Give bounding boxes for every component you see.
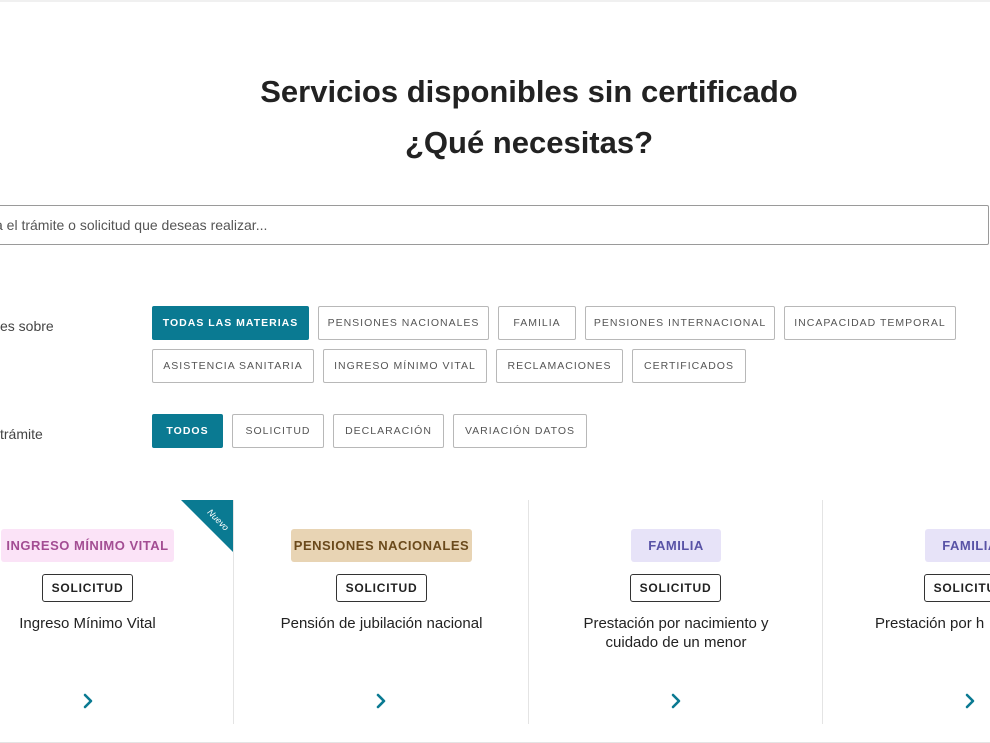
service-card[interactable]: FAMILIA SOLICITUD Prestación por nacimie…: [529, 500, 823, 724]
subject-filter-label: es sobre: [0, 318, 54, 334]
category-badge: FAMILIA: [925, 529, 990, 562]
card-title: Prestación por h: [875, 615, 985, 632]
chip-declaracion[interactable]: DECLARACIÓN: [333, 414, 444, 448]
card-title: Prestación por nacimiento y cuidado de u…: [583, 615, 769, 651]
chip-todos[interactable]: TODOS: [152, 414, 223, 448]
category-badge: INGRESO MÍNIMO VITAL: [1, 529, 174, 562]
chip-variacion-datos[interactable]: VARIACIÓN DATOS: [453, 414, 587, 448]
new-ribbon: Nuevo: [181, 500, 233, 552]
search-box: [0, 205, 989, 245]
chip-asistencia-sanitaria[interactable]: ASISTENCIA SANITARIA: [152, 349, 314, 383]
chip-certificados[interactable]: CERTIFICADOS: [632, 349, 746, 383]
chevron-right-icon[interactable]: [962, 692, 978, 710]
type-tag: SOLICITUD: [336, 574, 427, 602]
chevron-right-icon[interactable]: [80, 692, 96, 710]
type-filter-label: trámite: [0, 426, 43, 442]
category-badge: FAMILIA: [631, 529, 721, 562]
page-subtitle: ¿Qué necesitas?: [404, 125, 654, 160]
chip-pensiones-internacional[interactable]: PENSIONES INTERNACIONAL: [585, 306, 775, 340]
search-input[interactable]: [0, 206, 988, 244]
top-divider: [0, 0, 990, 2]
chip-incapacidad-temporal[interactable]: INCAPACIDAD TEMPORAL: [784, 306, 956, 340]
service-card[interactable]: PENSIONES NACIONALES SOLICITUD Pensión d…: [234, 500, 529, 724]
services-grid: INGRESO MÍNIMO VITAL SOLICITUD Ingreso M…: [0, 500, 990, 743]
chip-reclamaciones[interactable]: RECLAMACIONES: [496, 349, 623, 383]
service-card[interactable]: FAMILIA SOLICITUD Prestación por h: [823, 500, 990, 724]
service-card[interactable]: INGRESO MÍNIMO VITAL SOLICITUD Ingreso M…: [0, 500, 234, 724]
type-tag: SOLICITUD: [42, 574, 133, 602]
chip-familia[interactable]: FAMILIA: [498, 306, 576, 340]
chevron-right-icon[interactable]: [373, 692, 389, 710]
type-tag: SOLICITUD: [924, 574, 990, 602]
card-title: Ingreso Mínimo Vital: [19, 615, 156, 632]
chip-solicitud[interactable]: SOLICITUD: [232, 414, 324, 448]
chip-pensiones-nacionales[interactable]: PENSIONES NACIONALES: [318, 306, 489, 340]
chevron-right-icon[interactable]: [668, 692, 684, 710]
card-title: Pensión de jubilación nacional: [280, 615, 483, 632]
type-tag: SOLICITUD: [630, 574, 721, 602]
page-title: Servicios disponibles sin certificado: [260, 74, 798, 109]
chip-todas-las-materias[interactable]: TODAS LAS MATERIAS: [152, 306, 309, 340]
chip-ingreso-minimo-vital[interactable]: INGRESO MÍNIMO VITAL: [323, 349, 487, 383]
category-badge: PENSIONES NACIONALES: [291, 529, 472, 562]
